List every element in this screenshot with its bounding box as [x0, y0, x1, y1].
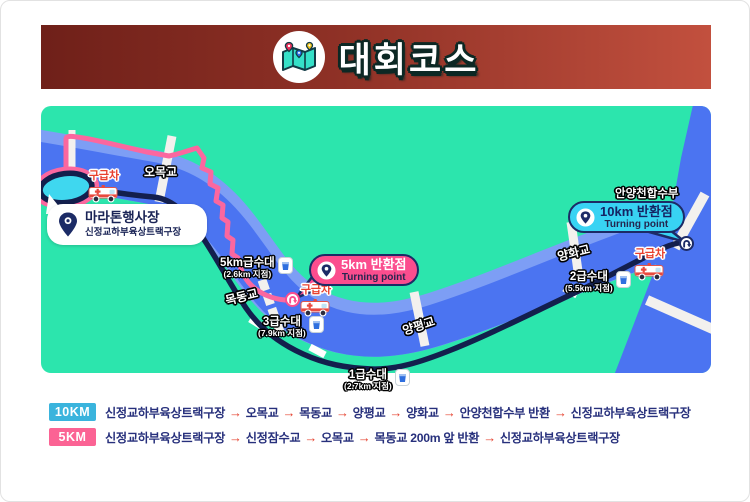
route-stop: 양평교	[352, 406, 386, 420]
page-title: 대회코스	[338, 40, 480, 80]
legend-badge-5km: 5KM	[49, 428, 96, 446]
route-stop: 안양천합수부 반환	[459, 406, 551, 420]
route-arrow-icon: →	[229, 430, 242, 445]
route-arrow-icon: →	[357, 430, 371, 445]
header-bar: 대회코스	[41, 25, 711, 89]
route-arrow-icon: →	[442, 405, 456, 420]
river-han	[614, 106, 711, 373]
course-5km-line	[63, 133, 288, 303]
route-arrow-icon: →	[389, 405, 403, 420]
route-stop: 목동교	[299, 406, 332, 420]
route-stop: 신정교하부육상트랙구장	[105, 431, 226, 445]
route-arrow-icon: →	[282, 405, 296, 420]
course-map-graphic	[41, 106, 711, 373]
legend-route-10km: 신정교하부육상트랙구장→오목교→목동교→양평교→양화교→안양천합수부 반환→신정…	[105, 403, 691, 421]
station-tick-1	[308, 343, 327, 359]
route-arrow-icon: →	[304, 430, 318, 445]
route-stop: 신정교하부육상트랙구장	[105, 406, 226, 420]
bridge-yangpyeong	[409, 291, 430, 347]
course-map	[41, 106, 711, 373]
route-arrow-icon: →	[553, 405, 567, 420]
route-stop: 오목교	[321, 431, 354, 445]
route-stop: 신정잠수교	[245, 431, 301, 445]
bridge-mokdong	[257, 278, 285, 334]
legend-row-10km: 10KM 신정교하부육상트랙구장→오목교→목동교→양평교→양화교→안양천합수부 …	[49, 403, 691, 421]
route-stop: 신정교하부육상트랙구장	[570, 406, 691, 420]
route-arrow-icon: →	[229, 405, 242, 420]
legend-route-5km: 신정교하부육상트랙구장→신정잠수교→오목교→목동교 200m 앞 반환→신정교하…	[105, 428, 620, 446]
bridge-omok	[154, 135, 177, 203]
route-stop: 양화교	[406, 406, 439, 420]
legend-row-5km: 5KM 신정교하부육상트랙구장→신정잠수교→오목교→목동교 200m 앞 반환→…	[49, 428, 620, 446]
water-station-detail: (2.7km 지점)	[344, 381, 392, 391]
route-arrow-icon: →	[483, 430, 496, 445]
route-stop: 오목교	[245, 406, 279, 420]
map-badge-circle	[272, 31, 325, 83]
legend-badge-10km: 10KM	[49, 403, 96, 421]
route-arrow-icon: →	[335, 405, 349, 420]
folded-map-icon	[281, 41, 316, 71]
route-stop: 신정교하부육상트랙구장	[499, 431, 620, 445]
route-stop: 목동교 200m 앞 반환	[374, 431, 480, 445]
bridge-confluence-lower	[644, 295, 711, 334]
